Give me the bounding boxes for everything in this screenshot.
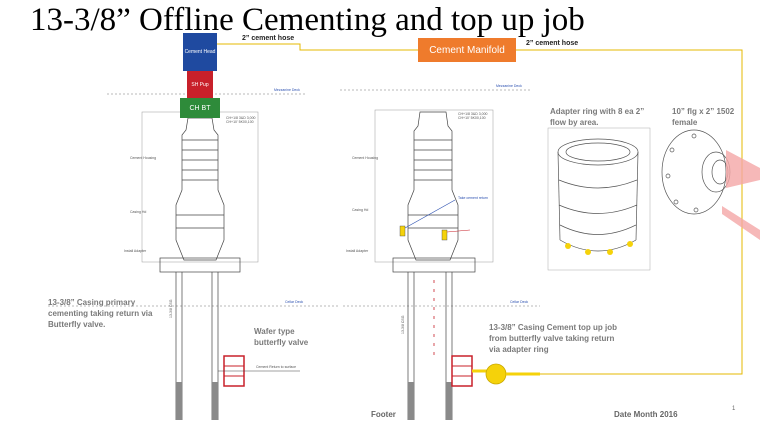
primary-cementing-description: 13-3/8” Casing primary cementing taking …: [48, 298, 153, 329]
csg-label-left: 13-3/8 CSG: [169, 299, 173, 318]
left-cement-shading: [176, 382, 218, 420]
install-adapter-label-right: Install Adapter: [346, 249, 369, 253]
take-return-label: Take cement return: [458, 196, 488, 200]
top-up-valve-assembly: [451, 355, 540, 387]
spec-label-right: CH+1/8 3&D 3,000 CH+10' 5K00,100: [458, 112, 488, 120]
hose-label-right: 2” cement hose: [526, 40, 579, 47]
csg-label-right: 13-3/8 CSG: [401, 315, 405, 334]
casing-hd-label-left: Casing Hd: [130, 210, 147, 214]
page-number: 1: [732, 406, 736, 412]
cellar-label-left: Cellar Deck: [285, 300, 304, 304]
page-title: 13-3/8” Offline Cementing and top up job: [30, 2, 585, 38]
cement-housing-label-left: Cement Housing: [130, 156, 157, 160]
adapter-flow-ports: [565, 241, 633, 255]
install-adapter-label-left: Install Adapter: [124, 249, 147, 253]
adapter-ring-image: [547, 127, 651, 271]
deck-lines: [48, 89, 540, 307]
top-up-job-description: 13-3/8” Casing Cement top up job from bu…: [489, 323, 618, 354]
footer-date: Date Month 2016: [614, 410, 678, 419]
mezzanine-label-left: Mezzanine Deck: [274, 88, 300, 92]
mezzanine-label-right: Mezzanine Deck: [496, 84, 522, 88]
flange-accent: [722, 150, 760, 240]
right-return-markers: [399, 199, 471, 360]
cement-head-box: Cement Head: [183, 33, 217, 71]
wafer-butterfly-valve: [218, 355, 300, 387]
cement-manifold-box: Cement Manifold: [418, 38, 516, 62]
right-cement-shading: [408, 382, 452, 420]
cement-housing-label-right: Cement Housing: [352, 156, 379, 160]
footer-text: Footer: [371, 410, 396, 419]
hose-label-left: 2” cement hose: [242, 35, 295, 42]
flange-image: [661, 129, 731, 215]
cellar-label-right: Cellar Deck: [510, 300, 529, 304]
flange-description: 10” flg x 2” 1502 female: [672, 107, 735, 127]
ch-bt-box: CH BT: [180, 98, 220, 118]
right-wellhead: [374, 109, 494, 420]
wafer-valve-description: Wafer type butterfly valve: [254, 327, 309, 347]
spec-label-left: CH+1/8 3&D 3,000 CH+10' 5K00,100: [226, 116, 256, 124]
sh-pup-box: SH Pup: [187, 71, 213, 98]
adapter-ring-description: Adapter ring with 8 ea 2” flow by area.: [550, 107, 645, 127]
cement-return-surface-label: Cement Return to surface: [256, 365, 297, 369]
cement-hose-lines: [217, 43, 743, 375]
casing-hd-label-right: Casing Hd: [352, 208, 369, 212]
